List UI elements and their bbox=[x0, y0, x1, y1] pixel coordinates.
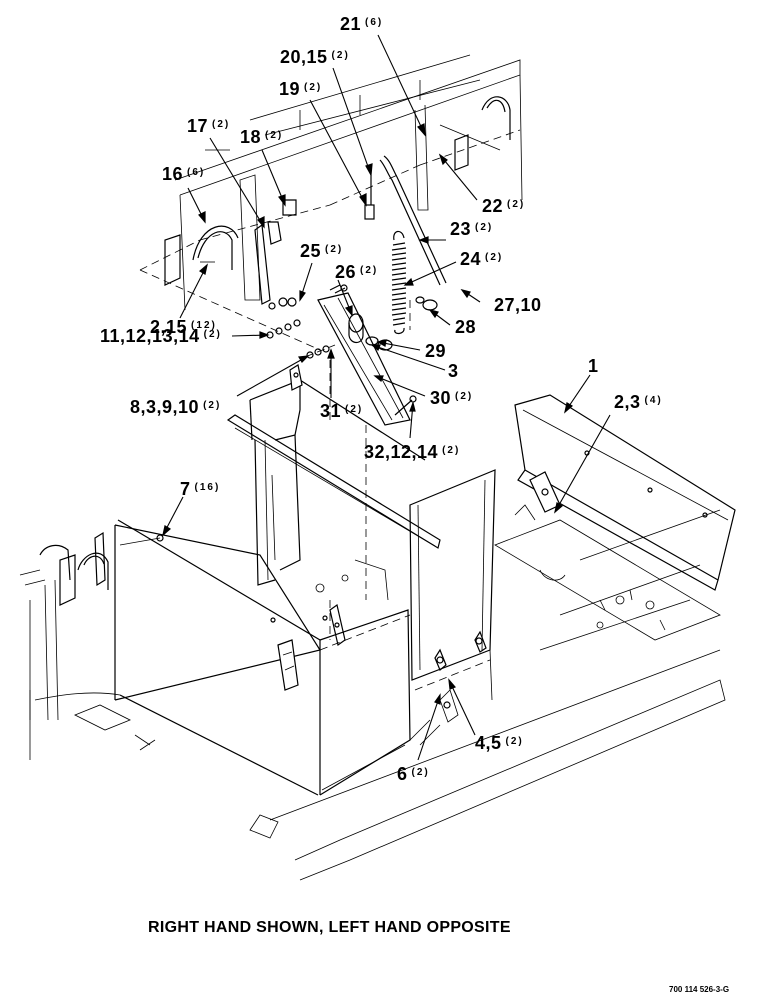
end-shield bbox=[514, 394, 736, 591]
upper-frame bbox=[139, 54, 523, 351]
callout-4-5: 4,5(2) bbox=[475, 733, 524, 753]
callout-3: 3 bbox=[448, 361, 459, 381]
spring bbox=[391, 230, 407, 335]
callout-8-3-9-10: 8,3,9,10(2) bbox=[130, 397, 222, 417]
callout-6: 6(2) bbox=[397, 764, 430, 784]
spring-rod-assembly bbox=[266, 155, 447, 426]
left-handle bbox=[19, 531, 164, 721]
callout-7: 7(16) bbox=[180, 479, 221, 499]
callout-24: 24(2) bbox=[460, 249, 504, 269]
leader-lines bbox=[162, 34, 611, 761]
callout-27-10: 27,10 bbox=[494, 295, 542, 315]
callout-1: 1 bbox=[588, 356, 599, 376]
callout-11-12-13-14: 11,12,13,14(2) bbox=[100, 326, 222, 346]
callout-31: 31(2) bbox=[320, 401, 364, 421]
callout-29: 29 bbox=[425, 341, 447, 361]
callout-32-12-14: 32,12,14(2) bbox=[364, 442, 461, 462]
diagram-caption: RIGHT HAND SHOWN, LEFT HAND OPPOSITE bbox=[148, 919, 511, 936]
callout-30: 30(2) bbox=[430, 388, 474, 408]
lower-chassis bbox=[29, 509, 726, 881]
callout-16: 16(6) bbox=[162, 164, 206, 184]
callout-28: 28 bbox=[455, 317, 477, 337]
callout-20-15: 20,15(2) bbox=[280, 47, 350, 67]
callout-22: 22(2) bbox=[482, 196, 526, 216]
front-shield bbox=[114, 519, 411, 796]
callout-19: 19(2) bbox=[279, 79, 323, 99]
callout-17: 17(2) bbox=[187, 116, 231, 136]
callout-2-15: 2,15(12) bbox=[150, 317, 217, 337]
drawing-number: 700 114 526-3-G bbox=[669, 985, 730, 994]
callout-2-3: 2,3(4) bbox=[614, 392, 663, 412]
alignment-lines bbox=[329, 300, 411, 640]
callout-23: 23(2) bbox=[450, 219, 494, 239]
callout-26: 26(2) bbox=[335, 262, 379, 282]
callout-25: 25(2) bbox=[300, 241, 344, 261]
callout-21: 21(6) bbox=[340, 14, 384, 34]
callout-18: 18(2) bbox=[240, 127, 284, 147]
